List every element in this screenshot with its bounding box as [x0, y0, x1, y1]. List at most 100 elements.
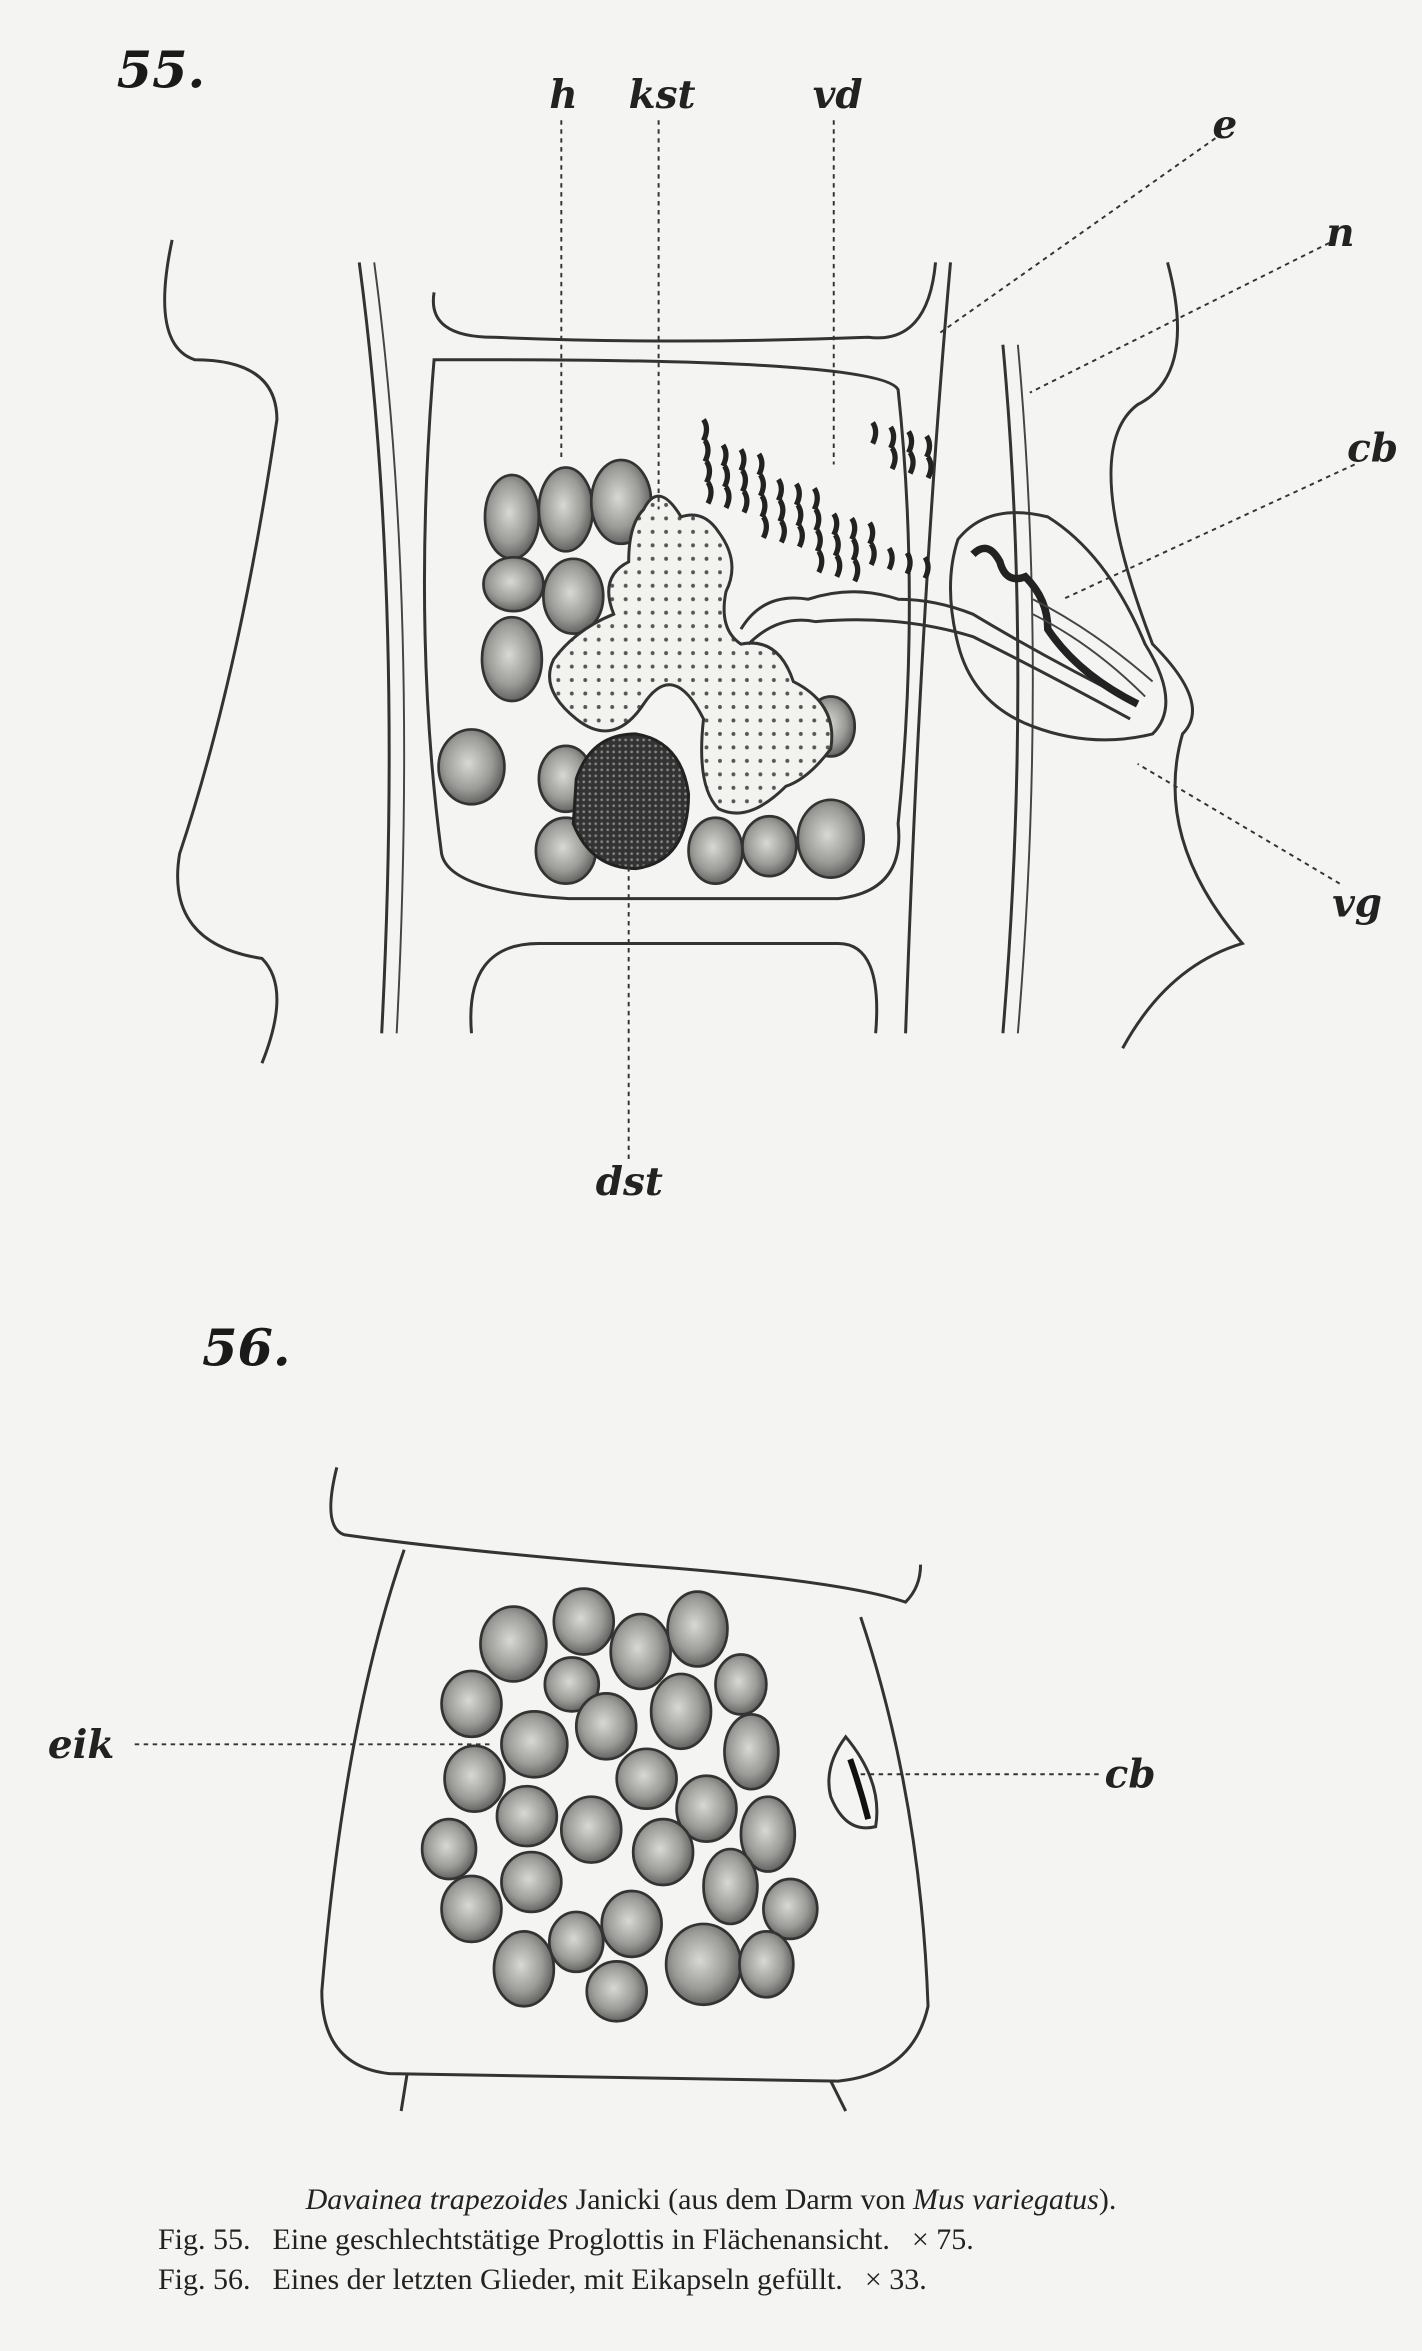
sperm-mark — [761, 515, 769, 540]
egg — [796, 798, 866, 879]
sperm-mark — [924, 434, 933, 459]
caption-close: ). — [1098, 2183, 1117, 2216]
fig55-text: Eine geschlechtstätige Proglottis in Flä… — [272, 2223, 890, 2256]
sperm-mark — [741, 489, 750, 514]
sperm-mark — [904, 551, 913, 575]
egg — [542, 557, 605, 635]
egg — [480, 615, 544, 703]
sperm-mark — [758, 473, 767, 498]
sperm-mark — [816, 549, 825, 574]
egg — [440, 1669, 503, 1739]
egg — [492, 1930, 556, 2008]
egg — [600, 1889, 663, 1959]
egg — [762, 1877, 819, 1941]
sperm-mark — [702, 439, 711, 463]
egg — [739, 1795, 797, 1873]
egg — [543, 1656, 601, 1713]
caption-author: Janicki (aus dem Darm von — [575, 2183, 906, 2216]
caption-fig56: Fig. 56. Eines der letzten Glieder, mit … — [150, 2260, 1272, 2300]
fig56-segment — [320, 1467, 930, 2112]
egg — [585, 1959, 648, 2023]
egg — [631, 1817, 695, 1887]
sperm-mark — [793, 482, 802, 507]
fig56-ref: Fig. 56. — [158, 2263, 251, 2296]
egg — [440, 1874, 503, 1944]
cirrus-pouch — [949, 511, 1168, 742]
egg — [547, 1910, 605, 1974]
sperm-mark — [705, 481, 714, 505]
caption-title: Davainea trapezoides Janicki (aus dem Da… — [150, 2180, 1272, 2220]
sperm-mark — [740, 469, 749, 493]
sperm-mark — [852, 558, 861, 583]
sperm-mark — [925, 455, 934, 480]
sperm-mark — [832, 533, 841, 557]
label-cb: cb — [1347, 426, 1398, 472]
sperm-mark — [814, 528, 823, 553]
egg — [559, 1795, 623, 1864]
sperm-mark — [795, 503, 804, 528]
egg — [420, 1817, 478, 1881]
fig55-eggs — [437, 458, 866, 885]
sperm-mark — [888, 425, 897, 450]
fig55-number: 55. — [117, 40, 206, 100]
label-cb-56: cb — [1105, 1752, 1156, 1798]
sperm-mark — [759, 494, 768, 519]
sperm-mark — [775, 478, 784, 502]
fig56-number: 56. — [202, 1319, 291, 1379]
egg — [537, 466, 595, 553]
egg — [500, 1850, 563, 1914]
egg — [574, 1692, 638, 1761]
label-eik: eik — [48, 1722, 115, 1768]
sperm-mark — [907, 451, 916, 475]
fig55-ref: Fig. 55. — [158, 2223, 251, 2256]
vas-deferens — [701, 418, 934, 583]
egg — [500, 1710, 569, 1779]
egg — [615, 1747, 678, 1811]
label-e: e — [1212, 102, 1237, 148]
egg — [687, 816, 744, 885]
label-kst: kst — [629, 72, 696, 118]
label-dst: dst — [596, 1159, 663, 1205]
sperm-mark — [811, 486, 820, 511]
sperm-mark — [720, 443, 729, 468]
egg — [649, 1672, 713, 1751]
egg — [609, 1612, 672, 1691]
sperm-mark — [722, 464, 731, 489]
sperm-mark — [906, 430, 915, 454]
sperm-mark — [886, 546, 895, 571]
fig56-magnification: × 33. — [864, 2263, 927, 2296]
sperm-mark — [831, 512, 840, 537]
sperm-mark — [756, 452, 765, 477]
sperm-mark — [922, 555, 931, 580]
yolk-gland-dst — [571, 732, 691, 871]
sperm-mark — [796, 524, 805, 548]
sperm-mark — [704, 460, 713, 484]
sperm-mark — [868, 542, 877, 566]
sperm-mark — [778, 519, 787, 544]
label-vd: vd — [813, 72, 863, 118]
fig55-magnification: × 75. — [911, 2223, 974, 2256]
sperm-mark — [723, 485, 732, 510]
egg — [482, 555, 545, 613]
sperm-mark — [701, 418, 710, 442]
sperm-mark — [738, 448, 747, 472]
figure-caption: Davainea trapezoides Janicki (aus dem Da… — [150, 2180, 1272, 2300]
egg — [675, 1774, 738, 1843]
egg — [437, 728, 506, 806]
egg — [666, 1590, 729, 1668]
fig56-text: Eines der letzten Glieder, mit Eikapseln… — [272, 2263, 843, 2296]
fig55-leaders — [560, 120, 1356, 1161]
label-h: h — [549, 72, 577, 118]
egg — [738, 1930, 795, 1999]
sperm-mark — [870, 421, 879, 445]
sperm-mark — [867, 521, 876, 546]
egg — [552, 1587, 616, 1656]
egg — [702, 1847, 759, 1926]
sperm-mark — [834, 554, 843, 578]
egg — [443, 1744, 506, 1814]
sperm-mark — [777, 498, 786, 523]
host-name: Mus variegatus — [913, 2183, 1099, 2216]
egg — [479, 1605, 548, 1683]
sperm-mark — [813, 507, 822, 532]
